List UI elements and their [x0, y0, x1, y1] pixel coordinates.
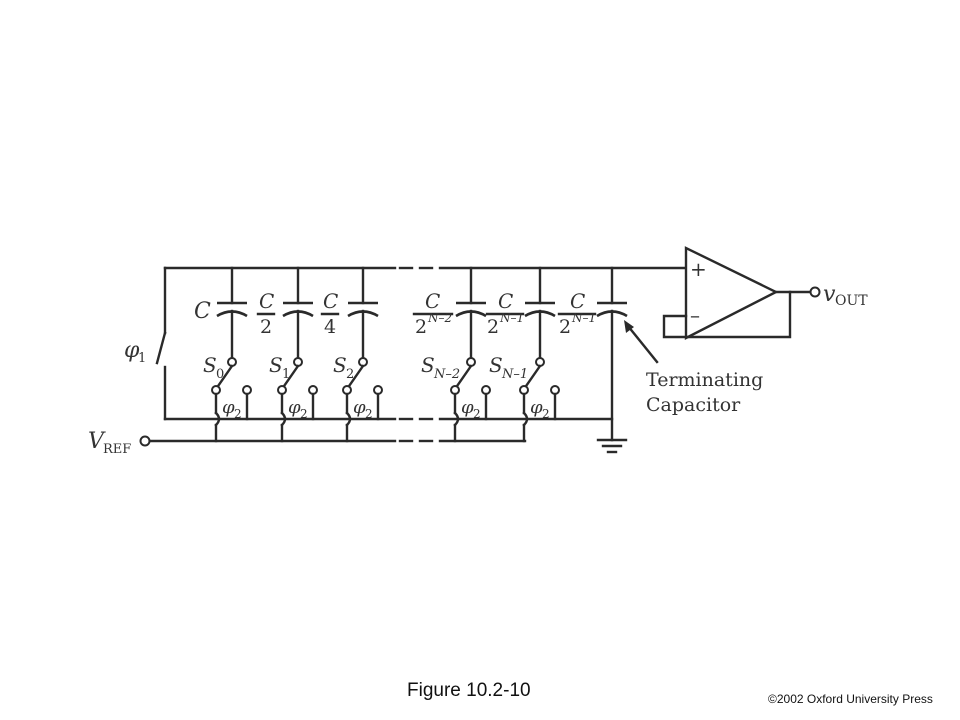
cap-label-c1-num: C [259, 289, 274, 313]
switch-label-s0-sub: 0 [216, 367, 224, 382]
switch-label-sn1-main: S [489, 353, 503, 377]
cap-label-c2-num: C [323, 289, 338, 313]
cap-label-terminating: C 2 N–1 [557, 289, 597, 338]
vref-label-main: V [88, 429, 106, 454]
phi2-label-1: φ 2 [288, 397, 308, 421]
terminating-capacitor [596, 266, 628, 442]
cap-label-term-den: 2 [559, 316, 571, 338]
svg-text:2: 2 [365, 407, 373, 421]
svg-text:φ: φ [222, 397, 235, 418]
vref-label-sub: REF [103, 442, 131, 457]
svg-text:φ: φ [461, 397, 474, 418]
capacitor-branch-cn2 [450, 266, 491, 443]
capacitor-branch-c1 [277, 266, 318, 443]
phi2-label-2: φ 2 [353, 397, 373, 421]
cap-label-c1-den: 2 [260, 316, 272, 338]
svg-text:2: 2 [542, 407, 550, 421]
svg-text:2: 2 [473, 407, 481, 421]
terminating-label-line1: Terminating [646, 369, 763, 391]
switch-label-s1: S 1 [269, 353, 290, 382]
cap-label-cn1-num: C [498, 289, 513, 313]
ground-symbol [596, 438, 628, 454]
svg-text:2: 2 [300, 407, 308, 421]
switch-label-sn1: S N–1 [489, 353, 528, 382]
cap-label-c2-den: 4 [324, 316, 336, 338]
cap-label-c0-num: C [194, 299, 211, 324]
capacitor-branch-cn1 [519, 266, 560, 443]
switch-label-sn2-main: S [421, 353, 435, 377]
figure-caption: Figure 10.2-10 [407, 680, 531, 701]
switch-label-s1-sub: 1 [282, 367, 290, 382]
switch-label-sn2: S N–2 [421, 353, 460, 382]
switch-label-sn2-sub: N–2 [433, 367, 460, 382]
cap-label-term-exp: N–1 [571, 311, 596, 325]
vref-label: V REF [88, 429, 131, 457]
phi2-label-4: φ 2 [530, 397, 550, 421]
cap-label-cn2-num: C [425, 289, 440, 313]
svg-text:φ: φ [288, 397, 301, 418]
terminating-capacitor-label: Terminating Capacitor [646, 369, 763, 416]
svg-text:2: 2 [234, 407, 242, 421]
phi2-label-3: φ 2 [461, 397, 481, 421]
opamp-minus-label: – [690, 303, 700, 327]
switch-label-s1-main: S [269, 353, 283, 377]
phi1-label-main: φ [124, 338, 140, 363]
vout-label-main: v [823, 282, 836, 307]
cap-label-c0: C [194, 299, 211, 324]
cap-label-c1: C 2 [256, 289, 276, 338]
capacitor-branch-c2 [342, 266, 383, 443]
cap-label-c2: C 4 [320, 289, 340, 338]
svg-text:φ: φ [353, 397, 366, 418]
switch-label-s0-main: S [203, 353, 217, 377]
svg-text:φ: φ [530, 397, 543, 418]
vref-bus [139, 435, 527, 447]
cap-label-cn1-exp: N–1 [499, 311, 524, 325]
vout-label-sub: OUT [835, 293, 868, 309]
cap-label-cn2: C 2 N–2 [412, 289, 454, 338]
cap-label-cn1-den: 2 [487, 316, 499, 338]
opamp [662, 246, 821, 340]
vout-label: v OUT [823, 282, 868, 309]
terminating-label-line2: Capacitor [646, 394, 741, 416]
phi1-switch [155, 266, 167, 421]
switch-label-s2-sub: 2 [346, 367, 354, 382]
cap-label-cn2-exp: N–2 [427, 311, 452, 325]
cap-label-term-num: C [570, 289, 585, 313]
switch-label-s0: S 0 [203, 353, 224, 382]
opamp-plus-label: + [690, 257, 707, 281]
cap-label-cn1: C 2 N–1 [485, 289, 525, 338]
phi2-label-0: φ 2 [222, 397, 242, 421]
copyright-notice: ©2002 Oxford University Press [768, 692, 933, 706]
switch-label-s2-main: S [333, 353, 347, 377]
capacitor-branch-c0 [211, 266, 252, 443]
phi1-label: φ 1 [124, 338, 146, 366]
terminating-arrow [624, 320, 659, 364]
switch-label-sn1-sub: N–1 [501, 367, 528, 382]
cap-label-cn2-den: 2 [415, 316, 427, 338]
switch-label-s2: S 2 [333, 353, 354, 382]
phi1-label-sub: 1 [138, 351, 146, 366]
